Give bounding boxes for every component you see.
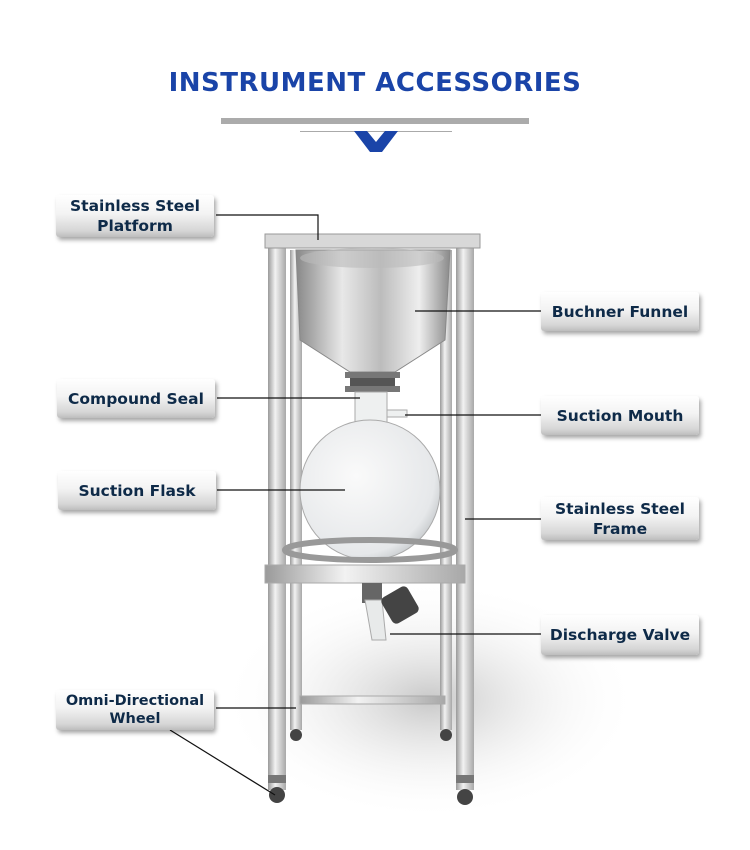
suction-mouth <box>386 409 408 418</box>
chevron-down-icon <box>354 131 398 152</box>
label-suction-mouth: Suction Mouth <box>541 396 699 435</box>
page-title: INSTRUMENT ACCESSORIES <box>168 68 582 98</box>
label-buchner-funnel: Buchner Funnel <box>541 292 699 331</box>
compound-seal <box>345 372 400 378</box>
label-platform: Stainless Steel Platform <box>56 195 214 237</box>
wheel <box>269 787 285 803</box>
frame-post <box>456 245 474 790</box>
label-suction-flask: Suction Flask <box>58 471 216 510</box>
platform <box>264 233 481 249</box>
label-frame: Stainless Steel Frame <box>541 497 699 540</box>
frame-post <box>268 245 286 790</box>
lower-bar <box>299 695 446 705</box>
wheel <box>457 789 473 805</box>
wheel <box>268 775 286 783</box>
wheel <box>456 775 474 783</box>
label-discharge-valve: Discharge Valve <box>541 615 699 655</box>
crossbar <box>264 564 466 584</box>
title-divider <box>221 118 529 124</box>
frame-post <box>440 250 452 730</box>
support-ring <box>282 537 458 563</box>
wheel <box>290 729 302 741</box>
discharge-valve <box>364 599 387 641</box>
wheel <box>440 729 452 741</box>
title-divider-thin <box>300 131 452 132</box>
leader-lines <box>169 214 541 796</box>
label-compound-seal: Compound Seal <box>57 379 215 418</box>
label-wheel: Omni-Directional Wheel <box>56 690 214 730</box>
